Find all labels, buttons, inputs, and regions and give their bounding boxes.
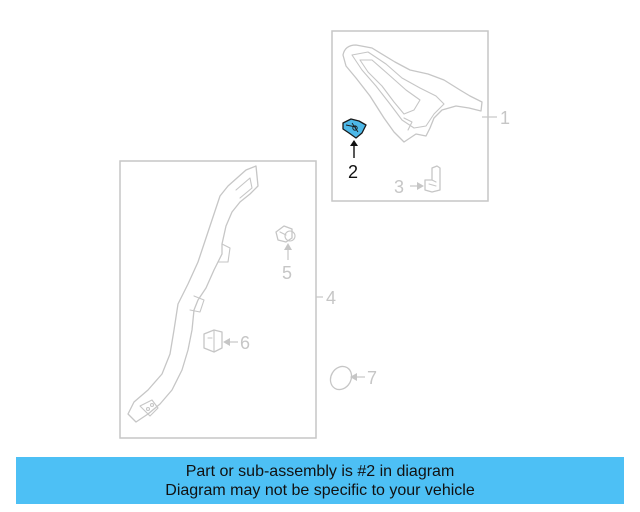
leader-7-arrowhead [350, 373, 357, 381]
part-4-pillar-trim [127, 165, 259, 423]
callout-2: 2 [348, 162, 358, 182]
info-banner: Part or sub-assembly is #2 in diagram Di… [16, 457, 624, 504]
part-6-clip [203, 329, 223, 353]
leader-5-arrowhead [284, 243, 292, 250]
banner-line-1: Part or sub-assembly is #2 in diagram [185, 462, 455, 480]
banner-line-2: Diagram may not be specific to your vehi… [165, 481, 475, 499]
callout-4: 4 [326, 288, 336, 308]
part-3-bracket [424, 165, 441, 193]
leader-2-arrowhead [350, 140, 358, 146]
callout-1: 1 [500, 108, 510, 128]
subassembly-box-lower [119, 160, 317, 439]
parts-diagram: 1 2 3 4 5 6 [119, 30, 510, 439]
part-5-push-pin [275, 225, 296, 243]
part-2-clip-highlighted [342, 118, 367, 139]
callout-5: 5 [282, 263, 292, 283]
leader-3-arrowhead [417, 182, 424, 190]
part-7-plug [329, 365, 353, 391]
leader-6-arrowhead [223, 338, 230, 346]
subassembly-box-upper [331, 30, 489, 202]
callout-7: 7 [367, 368, 377, 388]
callout-3: 3 [394, 177, 404, 197]
callout-6: 6 [240, 333, 250, 353]
part-1-trim-panel [342, 44, 483, 143]
